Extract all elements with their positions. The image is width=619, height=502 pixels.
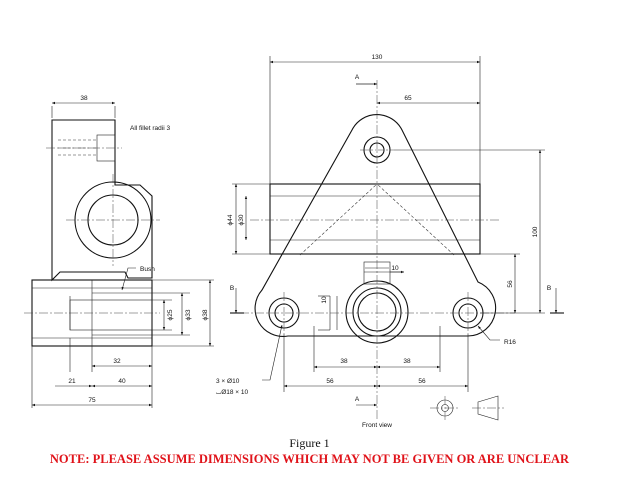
figure-caption: Figure 1 bbox=[289, 436, 330, 450]
third-angle-projection-icon bbox=[430, 395, 504, 421]
cutting-plane-right: B bbox=[547, 285, 551, 292]
fillet-note: All fillet radii 3 bbox=[130, 125, 170, 132]
dim-38-left: 38 bbox=[340, 358, 348, 365]
dim-dia-44: ϕ44 bbox=[227, 214, 234, 225]
dim-38-right: 38 bbox=[403, 358, 411, 365]
side-view-labels: 38 All fillet radii 3 Bush ϕ25 ϕ33 ϕ38 3… bbox=[68, 95, 209, 404]
section-mark-top: A bbox=[355, 74, 360, 81]
dim-130: 130 bbox=[372, 54, 383, 61]
front-view-labels: 130 A 65 ϕ44 ϕ30 100 56 10 10 B B R16 38… bbox=[216, 54, 551, 429]
dim-56-right: 56 bbox=[418, 378, 426, 385]
bush-label: Bush bbox=[140, 266, 155, 273]
dim-web-10: 10 bbox=[321, 296, 328, 304]
dim-75: 75 bbox=[88, 397, 96, 404]
dim-bore-38: ϕ38 bbox=[202, 309, 209, 320]
cutting-plane-left: B bbox=[230, 285, 234, 292]
dim-56-left: 56 bbox=[326, 378, 334, 385]
side-view bbox=[24, 101, 214, 408]
dim-bore-25: ϕ25 bbox=[167, 309, 174, 320]
dim-radius: R16 bbox=[504, 339, 516, 346]
front-view-title: Front view bbox=[362, 422, 392, 429]
dim-bore-33: ϕ33 bbox=[185, 309, 192, 320]
dim-21: 21 bbox=[68, 378, 76, 385]
dim-65: 65 bbox=[404, 95, 412, 102]
section-mark-bottom: A bbox=[355, 396, 360, 403]
dim-56-vertical: 56 bbox=[507, 280, 514, 288]
dim-dia-30: ϕ30 bbox=[238, 214, 245, 225]
dim-slot-10: 10 bbox=[391, 265, 399, 272]
dim-40: 40 bbox=[118, 378, 126, 385]
hole-callout-2: ⌴Ø18 × 10 bbox=[216, 389, 249, 396]
dim-100: 100 bbox=[532, 226, 539, 237]
assumption-note: NOTE: PLEASE ASSUME DIMENSIONS WHICH MAY… bbox=[49, 452, 570, 466]
hole-callout-1: 3 × Ø10 bbox=[216, 378, 240, 385]
front-view bbox=[230, 56, 564, 421]
dim-top-width: 38 bbox=[80, 95, 88, 102]
dim-32: 32 bbox=[113, 358, 121, 365]
